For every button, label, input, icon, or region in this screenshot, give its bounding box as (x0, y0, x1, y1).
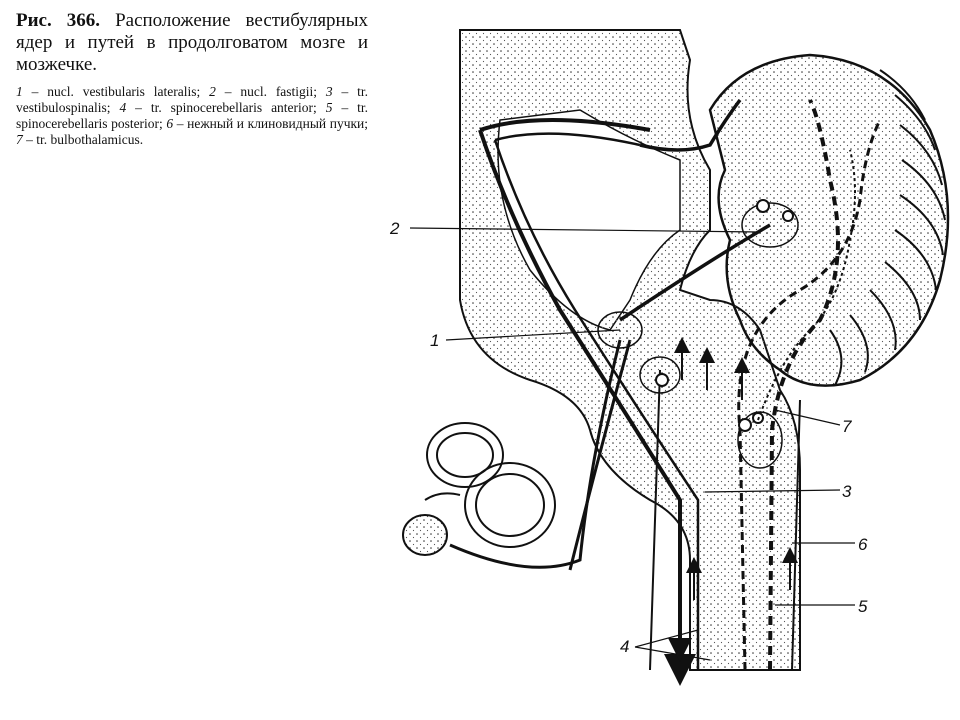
label-6: 6 (858, 535, 868, 554)
label-2: 2 (389, 219, 400, 238)
legend-num-5: 5 (325, 100, 333, 115)
legend-text-6: нежный и клиновидный пучки; (187, 116, 369, 131)
tract-bulbothalamicus (757, 149, 856, 421)
legend-num-1: 1 (16, 84, 23, 99)
legend-text-1: nucl. vestibularis lateralis; (47, 84, 201, 99)
legend-text-7: tr. bulbothalamicus. (36, 132, 144, 147)
figure-legend: 1 – nucl. vestibularis lateralis; 2 – nu… (16, 84, 369, 147)
nucleus-gracilis-cuneatus (737, 411, 783, 469)
vestibular-nerve (449, 339, 632, 571)
legend-num-3: 3 (325, 84, 333, 99)
label-4: 4 (620, 637, 629, 656)
semicircular-canals (402, 422, 556, 556)
cerebellum-folia-stripes (829, 69, 946, 386)
label-7: 7 (842, 417, 852, 436)
vestibular-pathways-illustration: 2 1 7 3 6 5 4 (389, 29, 950, 686)
figure-caption: Рис. 366. Расположение вестибулярных яде… (16, 10, 368, 148)
tract-spinocerebellaris-posterior (768, 99, 840, 671)
nucleus-circle (756, 199, 770, 213)
legend-text-3: tr. vestibulospinalis; (16, 84, 369, 115)
legend-num-2: 2 (209, 84, 216, 99)
label-5: 5 (858, 597, 868, 616)
legend-num-7: 7 (16, 132, 23, 147)
ascending-arrows (674, 337, 798, 600)
tract-vestibulospinal-inner (493, 132, 700, 670)
figure-title-text: Расположение вестибулярных ядер и путей … (16, 10, 368, 75)
legend-text-2: nucl. fastigii; (240, 84, 318, 99)
leader-lines (409, 227, 855, 661)
figure-title: Рис. 366. Расположение вестибулярных яде… (16, 10, 368, 76)
legend-num-6: 6 (166, 116, 174, 131)
legend-text-4: tr. spinocerebellaris anterior; (150, 100, 317, 115)
label-3: 3 (842, 482, 852, 501)
cerebellum-folia (708, 53, 950, 387)
legend-text-5: tr. spinocerebellaris posterior; (16, 100, 369, 131)
tract-cerebellar-projection (619, 98, 771, 322)
figure-number: Рис. 366. (16, 10, 101, 31)
label-1: 1 (430, 331, 439, 350)
nucleus-lower (639, 356, 681, 394)
anatomy-figure: 2 1 7 3 6 5 4 (380, 0, 960, 720)
medulla-column (649, 369, 801, 671)
legend-num-4: 4 (119, 100, 127, 115)
